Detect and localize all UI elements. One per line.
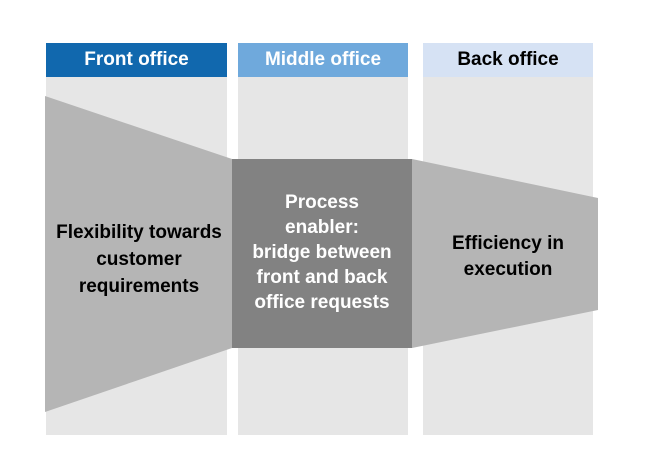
back-office-body-text: Efficiency in execution bbox=[452, 233, 564, 280]
header-back-office: Back office bbox=[423, 43, 593, 77]
funnel-left-trapezoid bbox=[45, 96, 232, 412]
front-office-body-text: Flexibility towards customer requirement… bbox=[56, 222, 222, 297]
header-middle-office: Middle office bbox=[238, 43, 408, 77]
middle-office-body-text: Process enabler: bridge between front an… bbox=[252, 192, 392, 313]
funnel-right-trapezoid bbox=[412, 159, 598, 348]
header-front-office: Front office bbox=[46, 43, 227, 77]
funnel-center-box bbox=[232, 159, 412, 348]
